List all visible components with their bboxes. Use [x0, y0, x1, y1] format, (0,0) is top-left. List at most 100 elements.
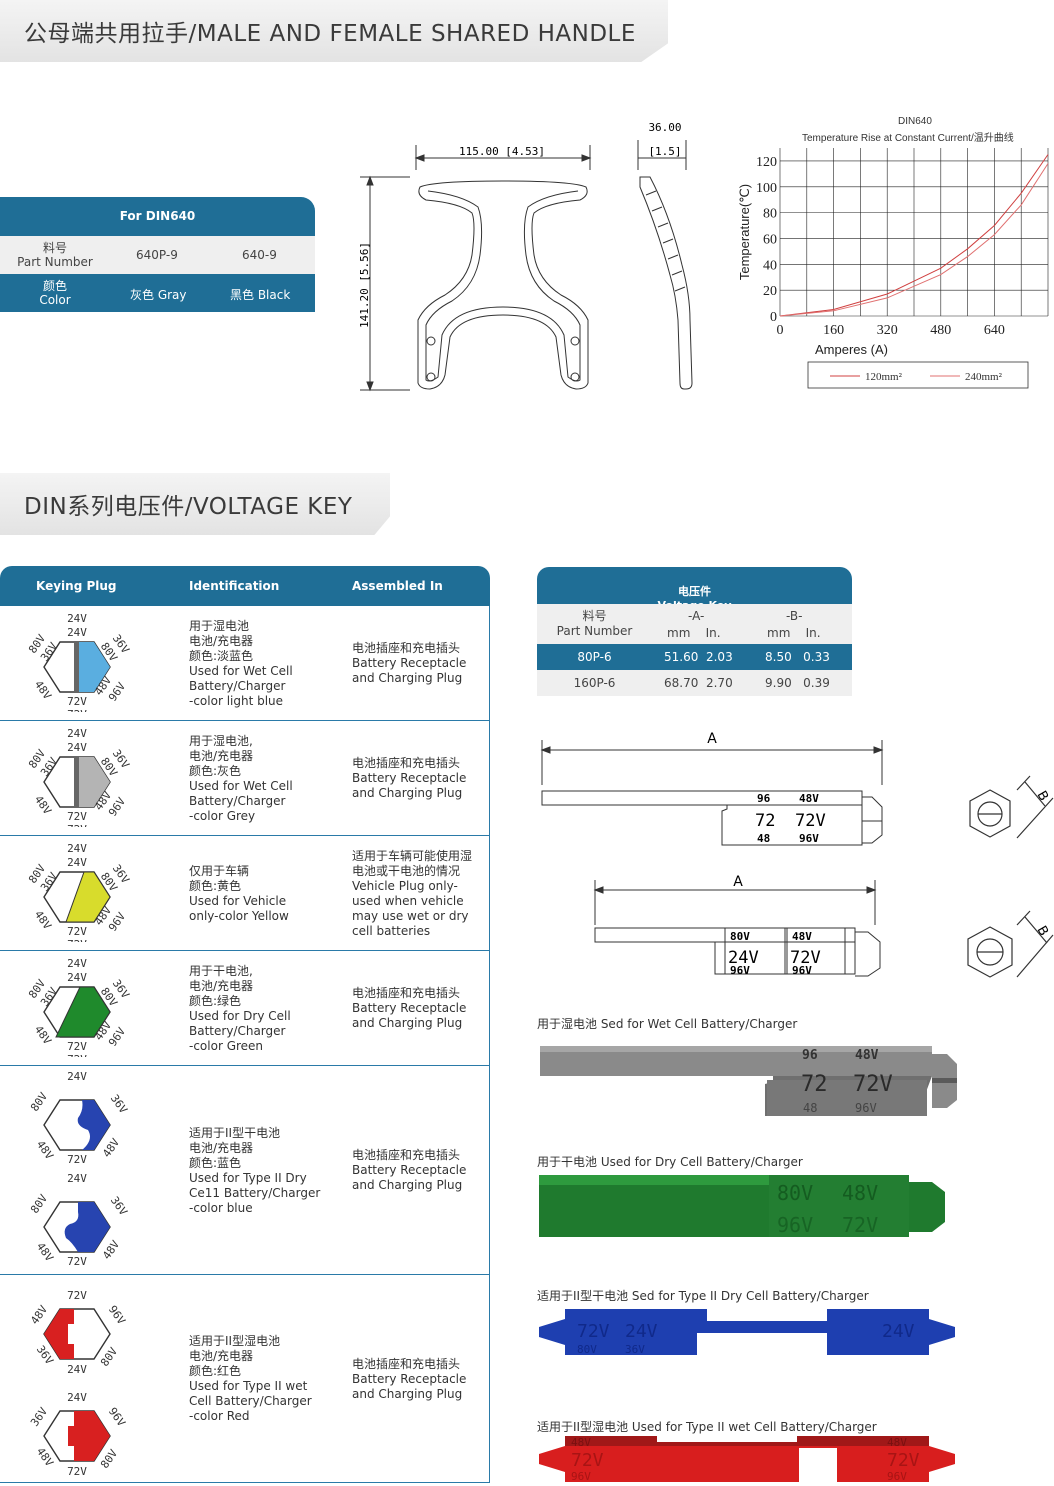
chart-legend: [807, 361, 1029, 389]
blue-key-80v: 80V: [577, 1343, 597, 1356]
vk-table-header: Keying Plug Identification Assembled In: [0, 566, 490, 606]
din640-row-color: 颜色 Color 灰色 Gray 黑色 Black: [0, 274, 315, 312]
hex-label-top: 24V: [67, 727, 87, 740]
handle-height-dim: 141.20 [5.56]: [358, 242, 371, 328]
vkspec-col-b: -B-: [786, 609, 803, 623]
din640-row-part: 料号 Part Number 640P-9 640-9: [0, 236, 315, 274]
key-drawing-160p: A 80V 48V 24V 72V 96V 96V: [593, 874, 881, 977]
legend-label: 240mm²: [965, 371, 1003, 383]
green-key-96v: 96V: [777, 1213, 813, 1237]
x-tick-label: 320: [877, 323, 898, 338]
hex-label-bottom: 72V: [67, 1465, 87, 1478]
vkspec-row-2: 160P-6 68.70 2.70 9.90 0.39: [537, 670, 852, 696]
keying-plug-icon: 24V24V72V72V80V36V48V36V80V48V96V: [26, 842, 132, 942]
series-line-1: [779, 154, 1049, 317]
hex-label-top-2: 24V: [67, 626, 87, 639]
red-key-96v-r: 96V: [887, 1470, 907, 1483]
vkspec-row-1-a: 51.60 2.03: [664, 650, 733, 664]
dim-b-label-2: B: [1034, 924, 1051, 939]
hex-label-left-1: 36V: [28, 1405, 50, 1429]
vk-assembled-text: 电池插座和充电插头 Battery Receptacle and Chargin…: [352, 986, 467, 1030]
key2-label-96v: 96V: [730, 964, 750, 977]
y-tick-label: 20: [763, 284, 777, 299]
part-number-label: 料号 Part Number: [17, 241, 93, 269]
part-number-value-2: 640-9: [242, 248, 277, 262]
color-value-1: 灰色 Gray: [130, 288, 187, 302]
hex-label-top: 24V: [67, 1172, 87, 1185]
red-key-72v-r: 72V: [887, 1450, 920, 1471]
blue-key-24v-r: 24V: [882, 1321, 915, 1342]
hex-end-view-2: B: [967, 910, 1054, 978]
legend-label: 120mm²: [865, 371, 903, 383]
x-tick-label: 640: [984, 323, 1005, 338]
hex-label-bottom: 72V: [67, 1255, 87, 1268]
hex-label-left-3: 48V: [32, 1023, 54, 1047]
handle-width-dim: 115.00 [4.53]: [459, 145, 545, 158]
vk-table-row: 用于干电池, 电池/充电器 颜色:绿色 Used for Dry Cell Ba…: [0, 951, 490, 1066]
hex-label-left-3: 48V: [32, 793, 54, 817]
vk-assembled-text: 电池插座和充电插头 Battery Receptacle and Chargin…: [352, 1356, 467, 1401]
hex-label-right-3: 48V: [100, 1238, 122, 1262]
caption-dry: 用于干电池 Used for Dry Cell Battery/Charger: [537, 1155, 803, 1169]
red-key-render: 48V 48V 72V 72V 96V 96V: [539, 1434, 955, 1484]
hex-label-top: 24V: [67, 1070, 87, 1083]
key2-label-48v: 48V: [792, 930, 812, 943]
x-axis-label: Amperes (A): [815, 342, 888, 357]
col-identification: Identification: [189, 579, 280, 593]
series-line-2: [779, 163, 1049, 317]
x-tick-label: 480: [930, 323, 951, 338]
keying-plug-color-fill: [65, 871, 111, 923]
hex-label-right-1: 96V: [106, 1303, 128, 1327]
y-tick-label: 100: [756, 181, 777, 196]
hex-label-left-1: 80V: [28, 1090, 50, 1114]
vk-assembled-text: 电池插座和充电插头 Battery Receptacle and Chargin…: [352, 1148, 467, 1192]
hex-label-left-3: 48V: [32, 678, 54, 702]
section2-banner: DIN系列电压件/VOLTAGE KEY: [0, 473, 390, 535]
vkspec-subheader: 料号 Part Number -A- mm In. -B- mm In.: [537, 604, 852, 644]
y-tick-label: 60: [763, 232, 777, 247]
hex-label-top: 72V: [67, 1289, 87, 1302]
col-keying-plug: Keying Plug: [36, 579, 117, 593]
hex-label-bottom-2: 72V: [67, 823, 87, 827]
hex-end-view-1: B: [969, 775, 1054, 839]
vk-assembled-text: 电池插座和充电插头 Battery Receptacle and Chargin…: [352, 641, 467, 685]
vk-table-row: 适用于II型干电池 电池/充电器 颜色:蓝色 Used for Type II …: [0, 1066, 490, 1275]
y-tick-label: 40: [763, 258, 777, 273]
hex-label-left-3: 48V: [34, 1138, 56, 1162]
vk-assembled-text: 电池插座和充电插头 Battery Receptacle and Chargin…: [352, 756, 467, 800]
vk-assembled-text: 适用于车辆可能使用湿 电池或干电池的情况 Vehicle Plug only- …: [352, 848, 473, 938]
vkspec-row-1-b: 8.50 0.33: [765, 650, 830, 664]
vk-identification-text: 用于湿电池, 电池/充电器 颜色:灰色 Used for Wet Cell Ba…: [189, 733, 293, 823]
key-label-72v: 72V: [795, 811, 826, 831]
hex-label-top-2: 24V: [67, 971, 87, 984]
keying-plug-icon: 24V24V72V72V80V36V48V36V80V48V96V: [26, 612, 132, 712]
handle-thick-dim: 36.00: [648, 121, 681, 134]
blue-key-36v: 36V: [625, 1343, 645, 1356]
hex-label-bottom-2: 72V: [67, 708, 87, 712]
green-key-render: 80V 48V 96V 72V: [539, 1175, 945, 1237]
vkspec-row-1: 80P-6 51.60 2.03 8.50 0.33: [537, 644, 852, 670]
blue-key-24v: 24V: [625, 1321, 658, 1342]
y-tick-label: 120: [756, 155, 777, 170]
keying-plug-color-fill: [64, 1202, 110, 1252]
grey-key-72v: 72V: [853, 1072, 893, 1097]
section2-title: DIN系列电压件/VOLTAGE KEY: [24, 494, 353, 520]
vkspec-col-a: -A-: [688, 609, 705, 623]
x-tick-label: 160: [823, 323, 844, 338]
grey-key-render: 96 48V 72 72V 48 96V: [540, 1046, 957, 1116]
hex-label-bottom: 72V: [67, 695, 87, 708]
key2-label-96v-b: 96V: [792, 964, 812, 977]
handle-thick-dim-in: [1.5]: [648, 145, 681, 158]
color-value-2: 黑色 Black: [230, 288, 291, 302]
red-key-48v: 48V: [571, 1436, 591, 1449]
vk-identification-text: 适用于II型湿电池 电池/充电器 颜色:红色 Used for Type II …: [189, 1334, 312, 1423]
blue-key-72v: 72V: [577, 1321, 610, 1342]
vkspec-row-2-b: 9.90 0.39: [765, 676, 830, 690]
dim-b-label-1: B: [1034, 789, 1051, 804]
x-tick-label: 0: [777, 323, 784, 338]
red-key-72v: 72V: [571, 1450, 604, 1471]
